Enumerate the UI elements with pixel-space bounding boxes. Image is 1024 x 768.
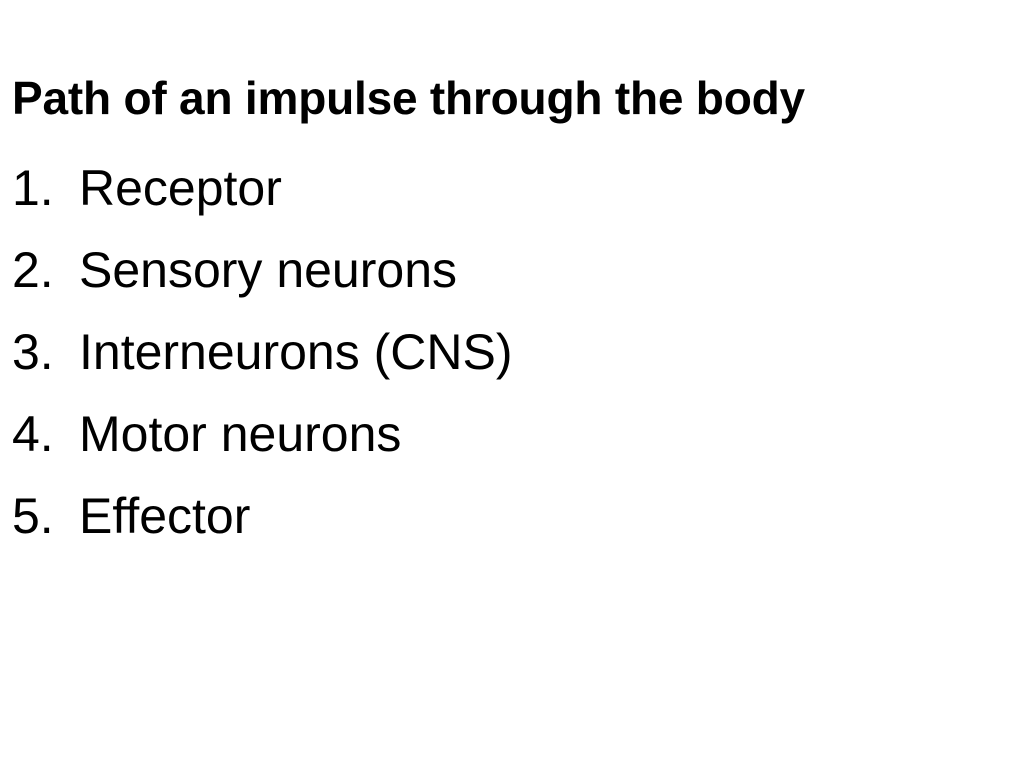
list-item: 3. Interneurons (CNS) [12,322,513,404]
list-item: 4. Motor neurons [12,404,513,486]
list-item-number: 2. [12,242,54,298]
impulse-path-list: 1. Receptor 2. Sensory neurons 3. Intern… [12,158,513,568]
slide-title: Path of an impulse through the body [12,72,805,124]
list-item-label: Receptor [79,160,282,216]
list-item-label: Effector [79,488,251,544]
list-item-number: 5. [12,488,54,544]
list-item-label: Interneurons (CNS) [79,324,513,380]
list-item-number: 3. [12,324,54,380]
list-item: 5. Effector [12,486,513,568]
list-item: 2. Sensory neurons [12,240,513,322]
list-item: 1. Receptor [12,158,513,240]
list-item-label: Motor neurons [79,406,402,462]
list-item-label: Sensory neurons [79,242,458,298]
list-item-number: 1. [12,160,54,216]
list-item-number: 4. [12,406,54,462]
